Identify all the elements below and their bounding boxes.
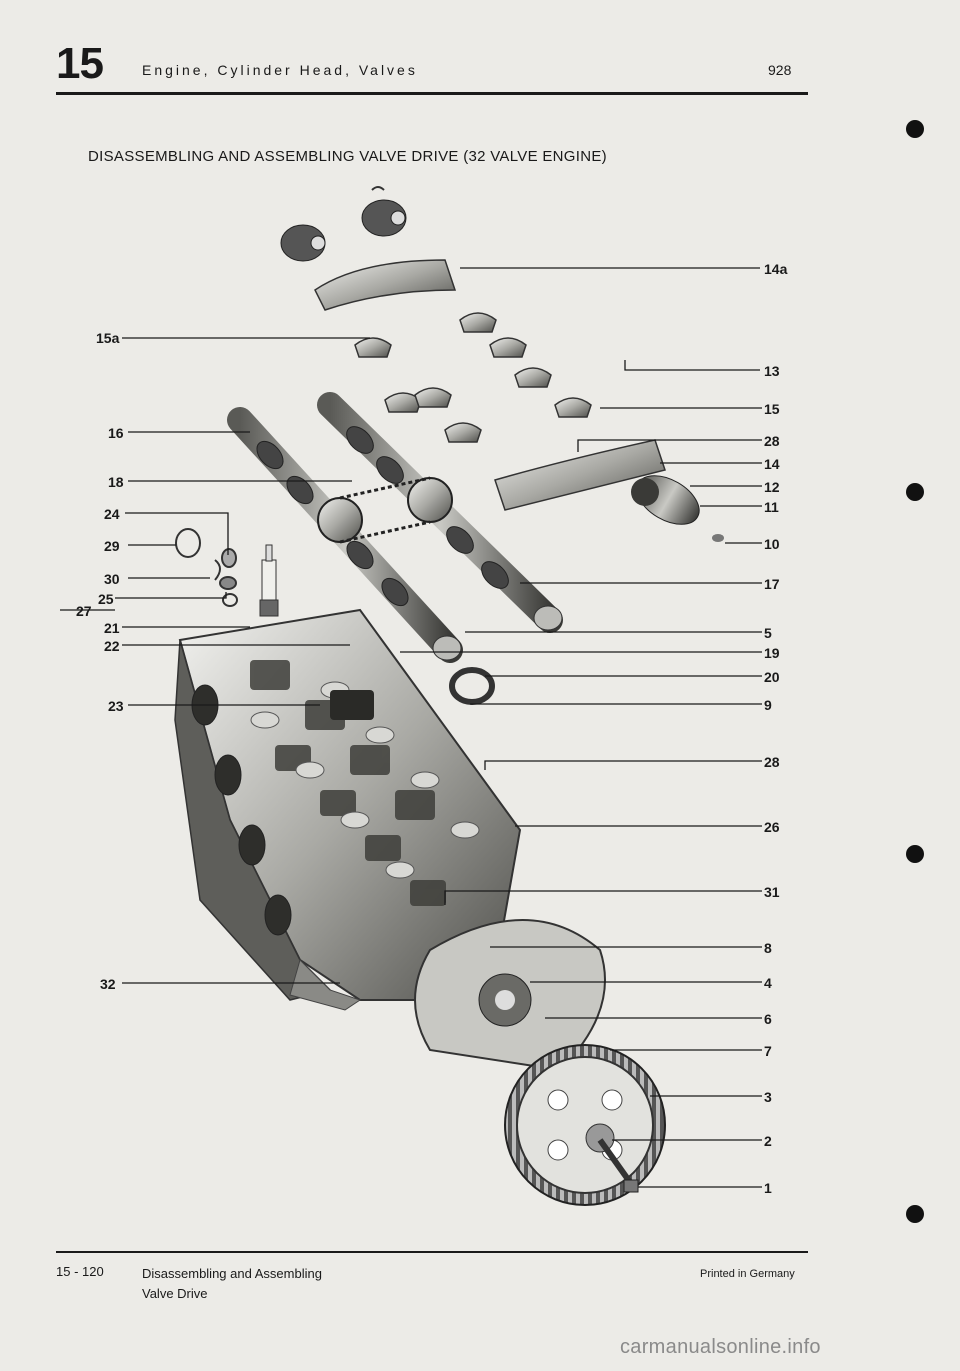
callout-21: 21 bbox=[104, 620, 120, 636]
callout-32: 32 bbox=[100, 976, 116, 992]
callout-15: 15 bbox=[764, 401, 780, 417]
bearing-caps bbox=[314, 259, 666, 511]
tensioner-caps bbox=[280, 186, 407, 262]
shaft-seal bbox=[449, 667, 495, 705]
callout-29: 29 bbox=[104, 538, 120, 554]
section-number: 15 bbox=[56, 39, 104, 88]
callout-28-upper: 28 bbox=[764, 433, 780, 449]
callout-12: 12 bbox=[764, 479, 780, 495]
cylinder-head bbox=[174, 608, 522, 1011]
callout-30: 30 bbox=[104, 571, 120, 587]
chain-tensioner bbox=[631, 475, 724, 542]
callout-28-lower: 28 bbox=[764, 754, 780, 770]
footer-title-line2: Valve Drive bbox=[142, 1286, 208, 1301]
callout-6: 6 bbox=[764, 1011, 772, 1027]
callout-16: 16 bbox=[108, 425, 124, 441]
callout-13: 13 bbox=[764, 363, 780, 379]
callout-4: 4 bbox=[764, 975, 772, 991]
callout-11: 11 bbox=[764, 499, 779, 515]
spark-plug bbox=[259, 544, 279, 617]
callout-3: 3 bbox=[764, 1089, 772, 1105]
callout-10: 10 bbox=[764, 536, 780, 552]
camshafts bbox=[227, 392, 563, 663]
callout-24: 24 bbox=[104, 506, 120, 522]
header-rule bbox=[56, 92, 808, 95]
callout-25: 25 bbox=[98, 591, 114, 607]
model-number: 928 bbox=[768, 62, 792, 78]
callout-14: 14 bbox=[764, 456, 780, 472]
callout-19: 19 bbox=[764, 645, 780, 661]
callout-5: 5 bbox=[764, 625, 772, 641]
callout-9: 9 bbox=[764, 697, 772, 713]
footer-title: Disassembling and Assembling Valve Drive bbox=[142, 1264, 322, 1304]
printed-in: Printed in Germany bbox=[700, 1268, 795, 1280]
callout-22: 22 bbox=[104, 638, 120, 654]
callout-18: 18 bbox=[108, 474, 124, 490]
callout-17: 17 bbox=[764, 576, 780, 592]
callout-2: 2 bbox=[764, 1133, 772, 1149]
callout-31: 31 bbox=[764, 884, 780, 900]
callout-14a: 14a bbox=[764, 261, 788, 277]
drive-housing bbox=[414, 919, 606, 1072]
binder-hole bbox=[906, 845, 924, 863]
binder-hole bbox=[906, 1205, 924, 1223]
binder-hole bbox=[906, 483, 924, 501]
binder-hole bbox=[906, 120, 924, 138]
callout-20: 20 bbox=[764, 669, 780, 685]
callout-1: 1 bbox=[764, 1180, 772, 1196]
footer-title-line1: Disassembling and Assembling bbox=[142, 1266, 322, 1281]
section-title: Engine, Cylinder Head, Valves bbox=[142, 62, 418, 78]
watermark: carmanualsonline.info bbox=[620, 1336, 821, 1358]
callout-8: 8 bbox=[764, 940, 772, 956]
callout-23: 23 bbox=[108, 698, 124, 714]
callout-26: 26 bbox=[764, 819, 780, 835]
page-number: 15 - 120 bbox=[56, 1264, 104, 1279]
small-seals bbox=[175, 528, 238, 607]
callout-27: 27 bbox=[76, 603, 92, 619]
callout-7: 7 bbox=[764, 1043, 772, 1059]
footer-rule bbox=[56, 1251, 808, 1253]
drive-sprocket bbox=[504, 1044, 666, 1206]
leader-lines bbox=[60, 267, 762, 1188]
callout-15a: 15a bbox=[96, 330, 120, 346]
page-heading: DISASSEMBLING AND ASSEMBLING VALVE DRIVE… bbox=[88, 148, 607, 165]
